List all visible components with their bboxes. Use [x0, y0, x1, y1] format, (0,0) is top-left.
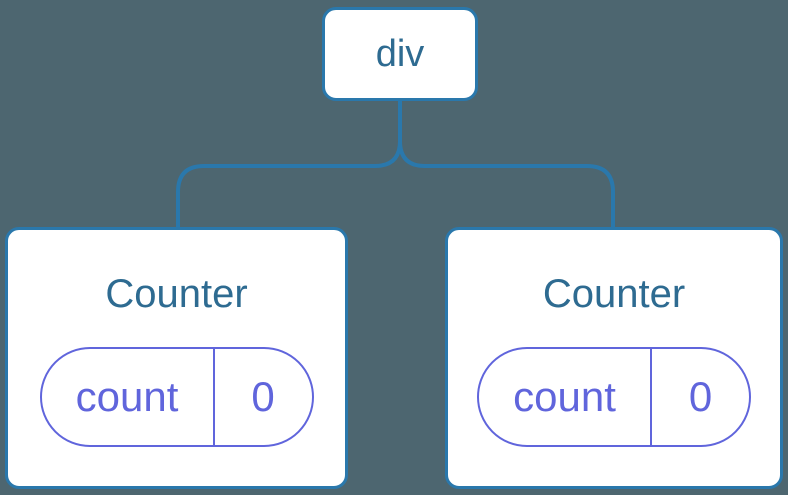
state-badge: count 0 — [39, 347, 314, 447]
tree-node-counter-left: Counter count 0 — [5, 227, 348, 489]
root-node-label: div — [375, 33, 425, 75]
connector-right-branch — [398, 99, 615, 229]
state-badge: count 0 — [477, 347, 751, 447]
component-name-label: Counter — [105, 272, 248, 316]
state-key-label: count — [479, 349, 652, 445]
connector-left-branch — [176, 99, 402, 229]
tree-node-div: div — [322, 7, 478, 101]
state-key-label: count — [42, 349, 215, 445]
tree-node-counter-right: Counter count 0 — [445, 227, 783, 489]
component-name-label: Counter — [542, 272, 686, 316]
state-value-label: 0 — [251, 373, 275, 420]
state-value-label: 0 — [688, 373, 713, 420]
